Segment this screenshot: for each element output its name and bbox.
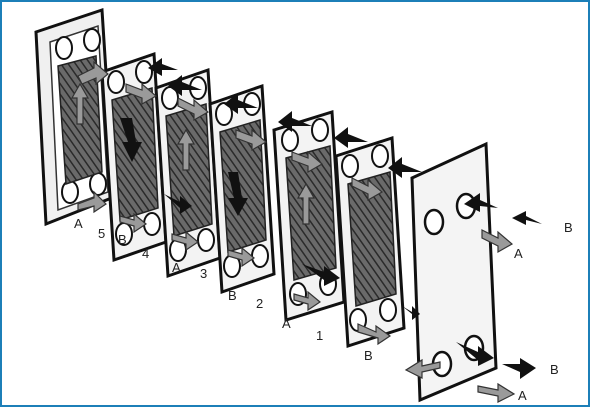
fluid-label-a-outlet: A [514, 246, 523, 261]
fluid-label-b-plate1: B [364, 348, 373, 363]
plate-number-2: 2 [256, 296, 263, 311]
fluid-label-a-plate5: A [74, 216, 83, 231]
fluid-label-a-plate4: A [172, 260, 181, 275]
fluid-label-b-outlet: B [550, 362, 559, 377]
plate-number-4: 4 [142, 246, 149, 261]
fluid-label-a-plate2: A [282, 316, 291, 331]
black-arrow [502, 358, 536, 379]
black-arrow [334, 127, 368, 148]
grey-arrow [478, 384, 514, 402]
black-arrow [512, 211, 542, 225]
fluid-label-a-inlet: A [518, 388, 527, 403]
plate-number-5: 5 [98, 226, 105, 241]
fluid-label-b-plate3: B [228, 288, 237, 303]
plate-number-3: 3 [200, 266, 207, 281]
fixed-frame-plate [36, 10, 114, 224]
plate-number-1: 1 [316, 328, 323, 343]
fluid-label-b-inlet: B [564, 220, 573, 235]
fluid-label-b-plate5: B [118, 232, 127, 247]
